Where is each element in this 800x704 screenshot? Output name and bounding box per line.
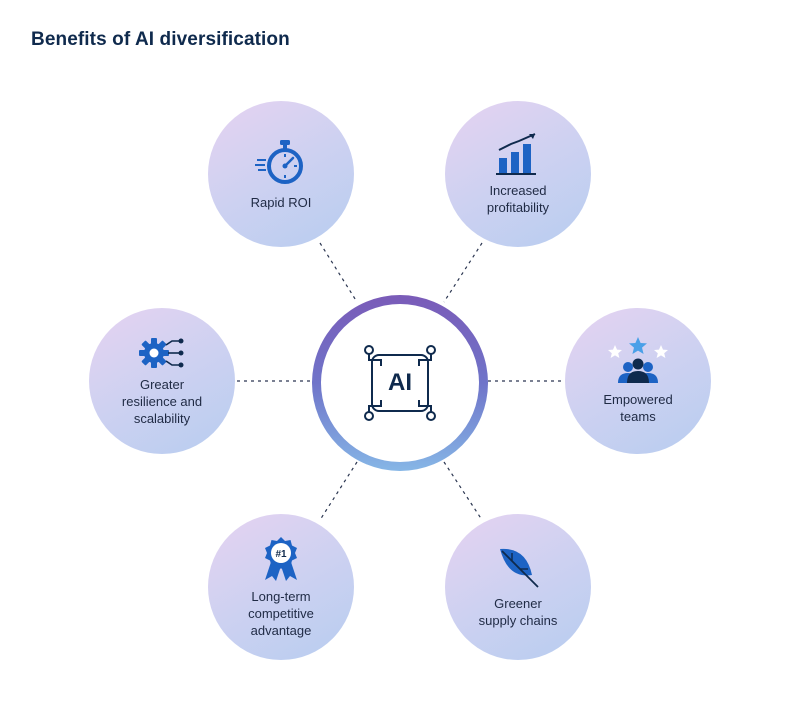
benefit-increased-profitability: Increased profitability [445, 101, 591, 247]
benefit-label: Greater resilience and scalability [121, 376, 203, 426]
team-stars-icon [608, 337, 668, 383]
benefit-rapid-roi: Rapid ROI [208, 101, 354, 247]
connector-advantage [319, 461, 358, 521]
benefit-resilience-scalability: Greater resilience and scalability [89, 308, 235, 454]
gear-network-icon [139, 337, 184, 368]
benefit-greener-supply-chains: Greener supply chains [445, 514, 591, 660]
leaf-icon [500, 548, 539, 588]
connector-profitability [443, 242, 483, 303]
benefit-label: Greener supply chains [478, 596, 558, 628]
benefit-competitive-advantage: #1 Long-term competitive advantage [208, 514, 354, 660]
svg-text:#1: #1 [275, 549, 287, 560]
ai-label: AI [388, 369, 412, 396]
center-ai-hub: AI [321, 304, 479, 462]
benefit-label: Empowered teams [603, 392, 673, 424]
ai-chip: AI [371, 354, 429, 412]
bar-chart-growth-icon [496, 133, 536, 175]
connector-rapid-roi [319, 242, 358, 303]
award-badge-icon: #1 [265, 536, 297, 581]
benefit-empowered-teams: Empowered teams [565, 308, 711, 454]
center-ai-ring: AI [312, 295, 488, 471]
page-title: Benefits of AI diversification [31, 29, 290, 50]
benefit-label: Increased profitability [486, 183, 550, 215]
stopwatch-icon [255, 139, 303, 184]
benefit-label: Long-term competitive advantage [248, 588, 314, 638]
connector-supply-chains [443, 461, 483, 521]
benefit-label: Rapid ROI [250, 194, 312, 210]
